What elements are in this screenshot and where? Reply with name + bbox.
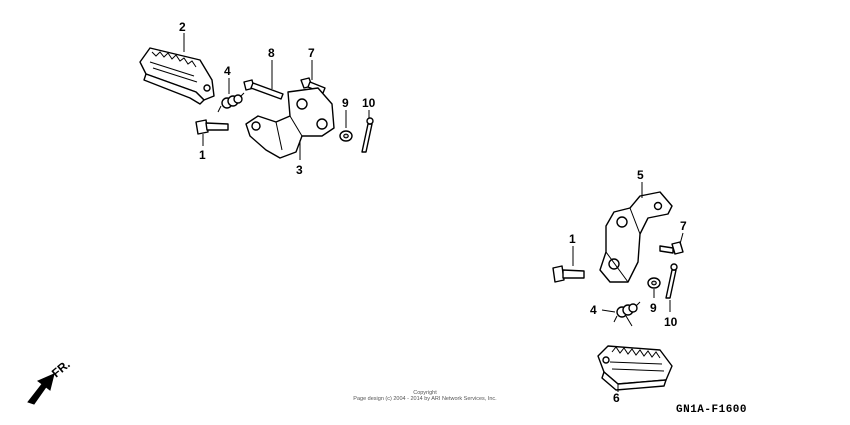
washer-left[interactable]	[339, 130, 353, 142]
callout-3-left: 3	[296, 163, 303, 177]
callout-9-left: 9	[342, 96, 349, 110]
washer-right[interactable]	[647, 277, 661, 289]
bolt-short-right[interactable]	[659, 241, 684, 255]
callout-6-right: 6	[613, 391, 620, 405]
front-arrow-icon	[27, 373, 55, 405]
callout-4-right: 4	[590, 303, 597, 317]
cotter-pin-right[interactable]	[665, 263, 678, 299]
copyright-line-1: Copyright	[413, 390, 437, 396]
callout-7-right: 7	[680, 219, 687, 233]
callout-5-right: 5	[637, 168, 644, 182]
cotter-pin-left[interactable]	[361, 117, 374, 153]
callout-4-left: 4	[224, 64, 231, 78]
pin-right[interactable]	[552, 265, 585, 283]
bracket-right[interactable]	[599, 191, 673, 283]
callout-9-right: 9	[650, 301, 657, 315]
bracket-left[interactable]	[245, 87, 335, 159]
spring-left[interactable]	[217, 92, 245, 113]
callout-1-left: 1	[199, 148, 206, 162]
copyright-line-2: Page design (c) 2004 - 2014 by ARI Netwo…	[353, 396, 497, 402]
footpeg-right[interactable]	[597, 345, 673, 391]
callout-2-left: 2	[179, 20, 186, 34]
callout-10-left: 10	[362, 96, 376, 110]
callout-10-right: 10	[664, 315, 678, 329]
pin-left[interactable]	[195, 119, 229, 135]
diagram-code: GN1A-F1600	[676, 404, 748, 416]
copyright-notice: Copyright Page design (c) 2004 - 2014 by…	[300, 390, 550, 402]
callout-1-right: 1	[569, 232, 576, 246]
callout-8-left: 8	[268, 46, 275, 60]
bolt-long[interactable]	[243, 79, 284, 100]
spring-right[interactable]	[613, 301, 641, 327]
footpeg-left[interactable]	[139, 47, 215, 105]
callout-7-left: 7	[308, 46, 315, 60]
